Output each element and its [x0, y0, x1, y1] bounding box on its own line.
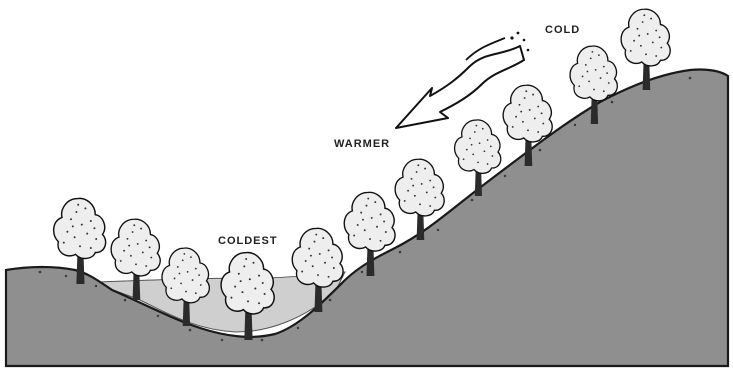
cold-label: COLD	[545, 24, 580, 36]
coldest-label: COLDEST	[218, 235, 278, 247]
warmer-label: WARMER	[334, 138, 390, 150]
